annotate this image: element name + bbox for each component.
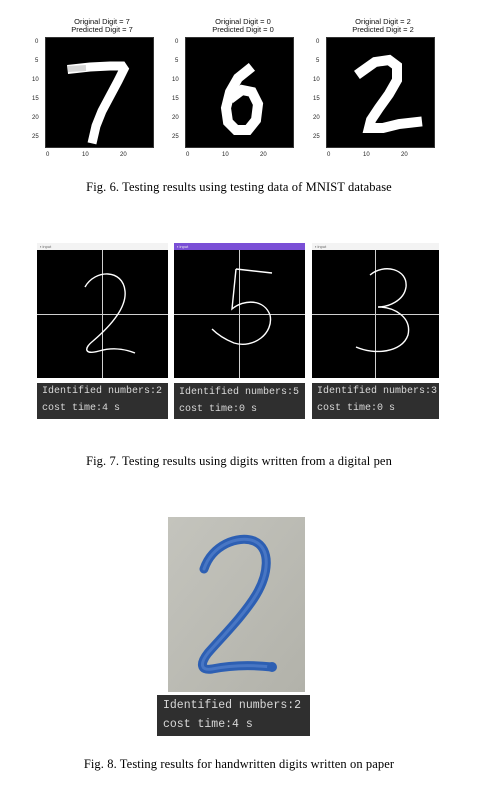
fig8-caption: Fig. 8. Testing results for handwritten … (83, 757, 395, 771)
handwritten-digit-3-stroke (355, 268, 410, 353)
fig6-panel1-title-line1: Original Digit = 7 (74, 17, 130, 26)
result-console-paper: Identified numbers:2 cost time:4 s (157, 695, 310, 736)
fig6-digit-2-image (354, 54, 423, 133)
fig7-caption: Fig. 7. Testing results using digits wri… (86, 454, 392, 468)
y-tick-label: 0 (316, 39, 320, 45)
y-tick-label: 10 (313, 77, 320, 83)
identified-numbers-text: Identified numbers:2 (42, 386, 163, 397)
result-console-1: Identified numbers:2 cost time:4 s (37, 383, 168, 419)
fig6-panel2-title-line1: Original Digit = 0 (215, 17, 271, 26)
identified-numbers-text: Identified numbers:3 (317, 386, 438, 397)
paper-photo (168, 517, 305, 692)
y-tick-label: 5 (175, 58, 179, 64)
crosshair-vertical (102, 250, 103, 378)
fig6-panel3-title: Original Digit = 2 Predicted Digit = 2 (318, 18, 448, 34)
fig6-panel3-title-line2: Predicted Digit = 2 (352, 25, 414, 34)
handwritten-digit-5-stroke (211, 268, 273, 345)
y-tick-label: 0 (35, 39, 39, 45)
cost-time-text: cost time:0 s (317, 403, 396, 414)
y-tick-label: 10 (172, 77, 179, 83)
x-tick-label: 20 (120, 152, 127, 158)
fig6-digit-7-image (67, 61, 130, 145)
y-tick-label: 15 (32, 96, 39, 102)
drawing-window-1[interactable]: ▪ input (37, 243, 168, 378)
window-title-bar[interactable]: ▪ input (312, 243, 439, 250)
fig6-panel2-image (185, 37, 294, 148)
window-title-bar[interactable]: ▪ input (37, 243, 168, 250)
handwritten-digit-2-stroke (84, 273, 136, 354)
y-tick-label: 10 (32, 77, 39, 83)
cost-time-text: cost time:4 s (42, 403, 121, 414)
drawing-window-3[interactable]: ▪ input (312, 243, 439, 378)
crosshair-vertical (239, 250, 240, 378)
cost-time-text: cost time:0 s (179, 404, 258, 415)
fig6-panel1-image (45, 37, 154, 148)
fig6-panel1-title: Original Digit = 7 Predicted Digit = 7 (37, 18, 167, 34)
y-tick-label: 5 (35, 58, 39, 64)
x-tick-label: 20 (401, 152, 408, 158)
y-tick-label: 0 (175, 39, 179, 45)
fig6-digit-0-image (220, 62, 264, 135)
y-tick-label: 20 (172, 115, 179, 121)
y-tick-label: 5 (316, 58, 320, 64)
identified-numbers-text: Identified numbers:5 (179, 387, 300, 398)
y-tick-label: 20 (313, 115, 320, 121)
y-tick-label: 25 (313, 134, 320, 140)
fig6-panel2-title: Original Digit = 0 Predicted Digit = 0 (178, 18, 308, 34)
x-tick-label: 0 (327, 152, 331, 158)
x-tick-label: 20 (260, 152, 267, 158)
y-tick-label: 15 (313, 96, 320, 102)
fig6-panel3-title-line1: Original Digit = 2 (355, 17, 411, 26)
result-console-2: Identified numbers:5 cost time:0 s (174, 383, 305, 419)
x-tick-label: 0 (186, 152, 190, 158)
crosshair-vertical (375, 250, 376, 378)
x-tick-label: 10 (363, 152, 370, 158)
fig6-panel1-title-line2: Predicted Digit = 7 (71, 25, 133, 34)
y-tick-label: 20 (32, 115, 39, 121)
cost-time-text: cost time:4 s (163, 718, 253, 731)
fig6-caption: Fig. 6. Testing results using testing da… (86, 180, 392, 194)
x-tick-label: 10 (222, 152, 229, 158)
y-tick-label: 25 (172, 134, 179, 140)
y-tick-label: 15 (172, 96, 179, 102)
fig6-panel3-image (326, 37, 435, 148)
result-console-3: Identified numbers:3 cost time:0 s (312, 383, 439, 419)
identified-numbers-text: Identified numbers:2 (163, 699, 302, 712)
x-tick-label: 10 (82, 152, 89, 158)
drawing-window-2[interactable]: ▪ input (174, 243, 305, 378)
handwritten-digit-2-on-paper (168, 517, 305, 692)
x-tick-label: 0 (46, 152, 50, 158)
fig6-panel2-title-line2: Predicted Digit = 0 (212, 25, 274, 34)
y-tick-label: 25 (32, 134, 39, 140)
window-title-bar[interactable]: ▪ input (174, 243, 305, 250)
